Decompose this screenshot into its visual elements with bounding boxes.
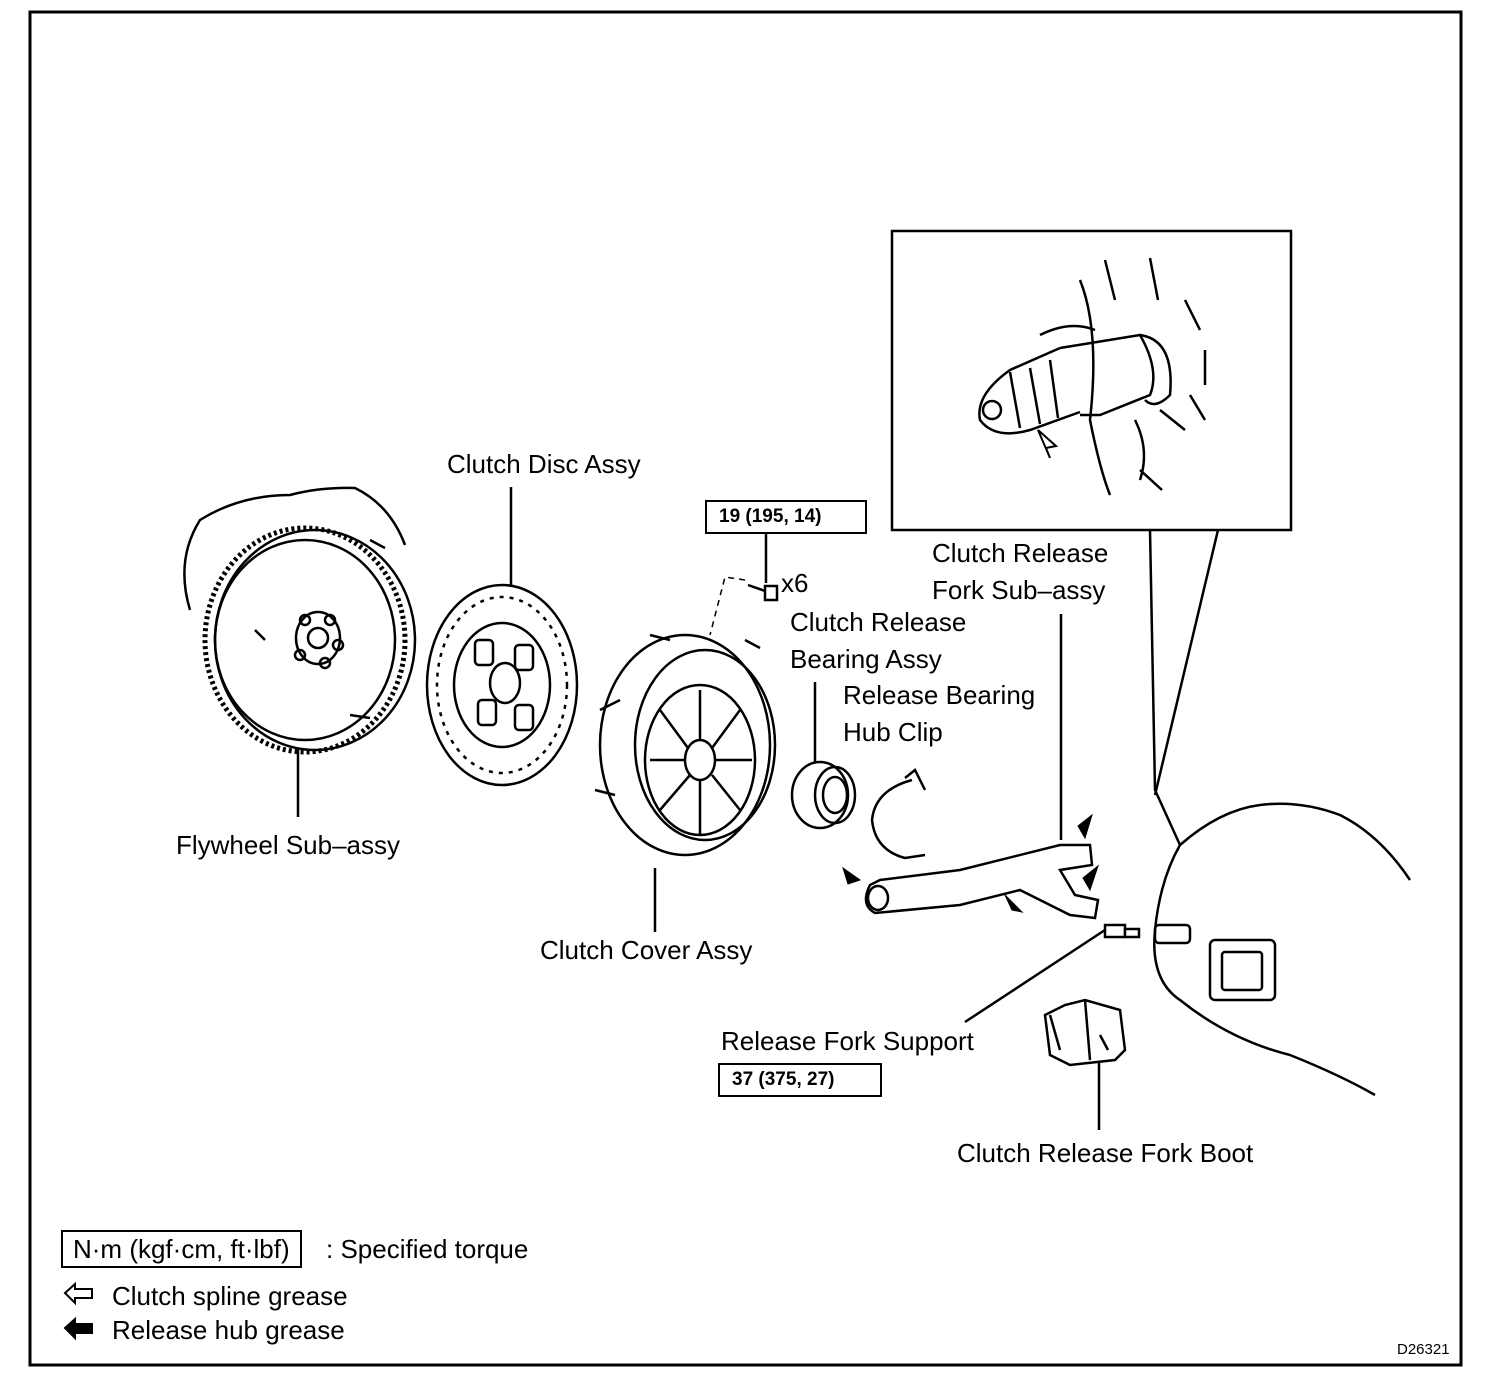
label-fork-sub-assy-line2: Fork Sub–assy (932, 575, 1106, 605)
label-hub-clip-line1: Release Bearing (843, 680, 1036, 710)
spline-grease-legend-icon (63, 1281, 93, 1306)
leader-lines (296, 487, 1106, 1130)
release-fork-drawing (864, 843, 1100, 920)
label-bearing-line2: Bearing Assy (790, 644, 942, 674)
label-clutch-release-fork-boot: Clutch Release Fork Boot (957, 1138, 1254, 1168)
hub-clip-drawing (870, 768, 927, 860)
hub-grease-legend-icon (63, 1316, 93, 1341)
clutch-disc-drawing (425, 583, 579, 787)
label-clutch-cover-assy: Clutch Cover Assy (540, 935, 753, 965)
clutch-cover-drawing (594, 633, 777, 857)
legend-torque-desc: : Specified torque (326, 1234, 529, 1264)
flywheel-drawing (183, 486, 417, 755)
fork-support-drawing (1103, 923, 1141, 939)
label-clutch-disc-assy: Clutch Disc Assy (447, 449, 641, 479)
label-release-fork-support: Release Fork Support (721, 1026, 974, 1056)
legend-torque-unit: N·m (kgf·cm, ft·lbf) (61, 1230, 302, 1268)
legend-hub-grease: Release hub grease (112, 1315, 345, 1345)
transmission-case-drawing (1153, 802, 1412, 1097)
cover-bolt-drawing (709, 576, 779, 636)
legend-spline-grease: Clutch spline grease (112, 1281, 348, 1311)
figure-id: D26321 (1397, 1341, 1450, 1358)
label-bearing-line1: Clutch Release (790, 607, 967, 637)
hub-grease-arrows (842, 813, 1100, 913)
label-bolt-quantity: x6 (781, 568, 809, 598)
fork-boot-drawing (1043, 998, 1127, 1067)
outer-frame (28, 10, 1463, 1367)
label-flywheel-sub-assy: Flywheel Sub–assy (176, 830, 400, 860)
torque-cover-bolts: 19 (195, 14) (705, 500, 867, 534)
label-fork-sub-assy-line1: Clutch Release (932, 538, 1109, 568)
torque-fork-support: 37 (375, 27) (718, 1063, 882, 1097)
release-bearing-drawing (790, 760, 857, 830)
label-hub-clip-line2: Hub Clip (843, 717, 943, 747)
input-shaft-detail-inset (890, 229, 1293, 846)
